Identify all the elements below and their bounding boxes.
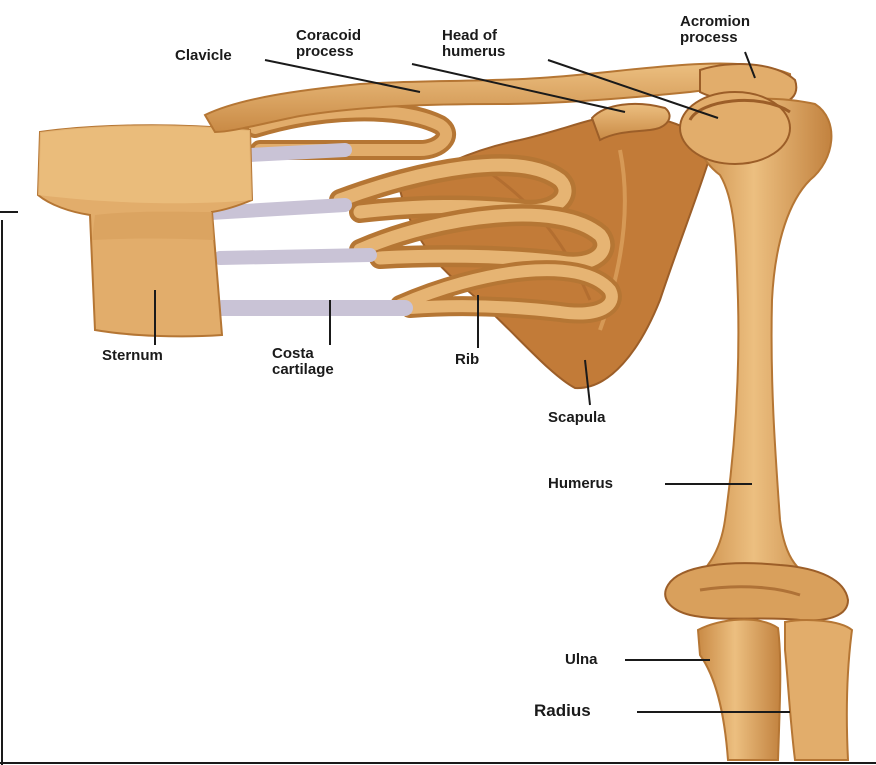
label-sternum-text: Sternum	[102, 348, 163, 364]
humeral-head-shape	[680, 92, 790, 164]
label-costal-cartilage-line2: cartilage	[272, 362, 334, 378]
label-radius-text: Radius	[534, 703, 591, 719]
label-rib: Rib	[455, 352, 479, 368]
label-head-of-humerus: Head of humerus	[442, 28, 505, 60]
label-acromion-process: Acromion process	[680, 14, 750, 46]
label-sternum: Sternum	[102, 348, 163, 364]
label-costal-cartilage-line1: Costa	[272, 346, 334, 362]
label-coracoid-process-line2: process	[296, 44, 361, 60]
label-ulna: Ulna	[565, 652, 598, 668]
label-scapula-text: Scapula	[548, 410, 606, 426]
label-costal-cartilage: Costa cartilage	[272, 346, 334, 378]
label-acromion-process-line1: Acromion	[680, 14, 750, 30]
label-humerus: Humerus	[548, 476, 613, 492]
label-acromion-process-line2: process	[680, 30, 750, 46]
label-coracoid-process-line1: Coracoid	[296, 28, 361, 44]
elbow-shape	[665, 563, 848, 620]
ulna-shape	[698, 620, 780, 760]
label-clavicle: Clavicle	[175, 48, 232, 64]
label-radius: Radius	[534, 703, 591, 719]
humerus-shape	[690, 99, 831, 585]
label-clavicle-text: Clavicle	[175, 48, 232, 64]
radius-shape	[785, 620, 852, 760]
label-coracoid-process: Coracoid process	[296, 28, 361, 60]
label-head-of-humerus-line1: Head of	[442, 28, 505, 44]
label-rib-text: Rib	[455, 352, 479, 368]
label-humerus-text: Humerus	[548, 476, 613, 492]
label-head-of-humerus-line2: humerus	[442, 44, 505, 60]
label-ulna-text: Ulna	[565, 652, 598, 668]
label-scapula: Scapula	[548, 410, 606, 426]
